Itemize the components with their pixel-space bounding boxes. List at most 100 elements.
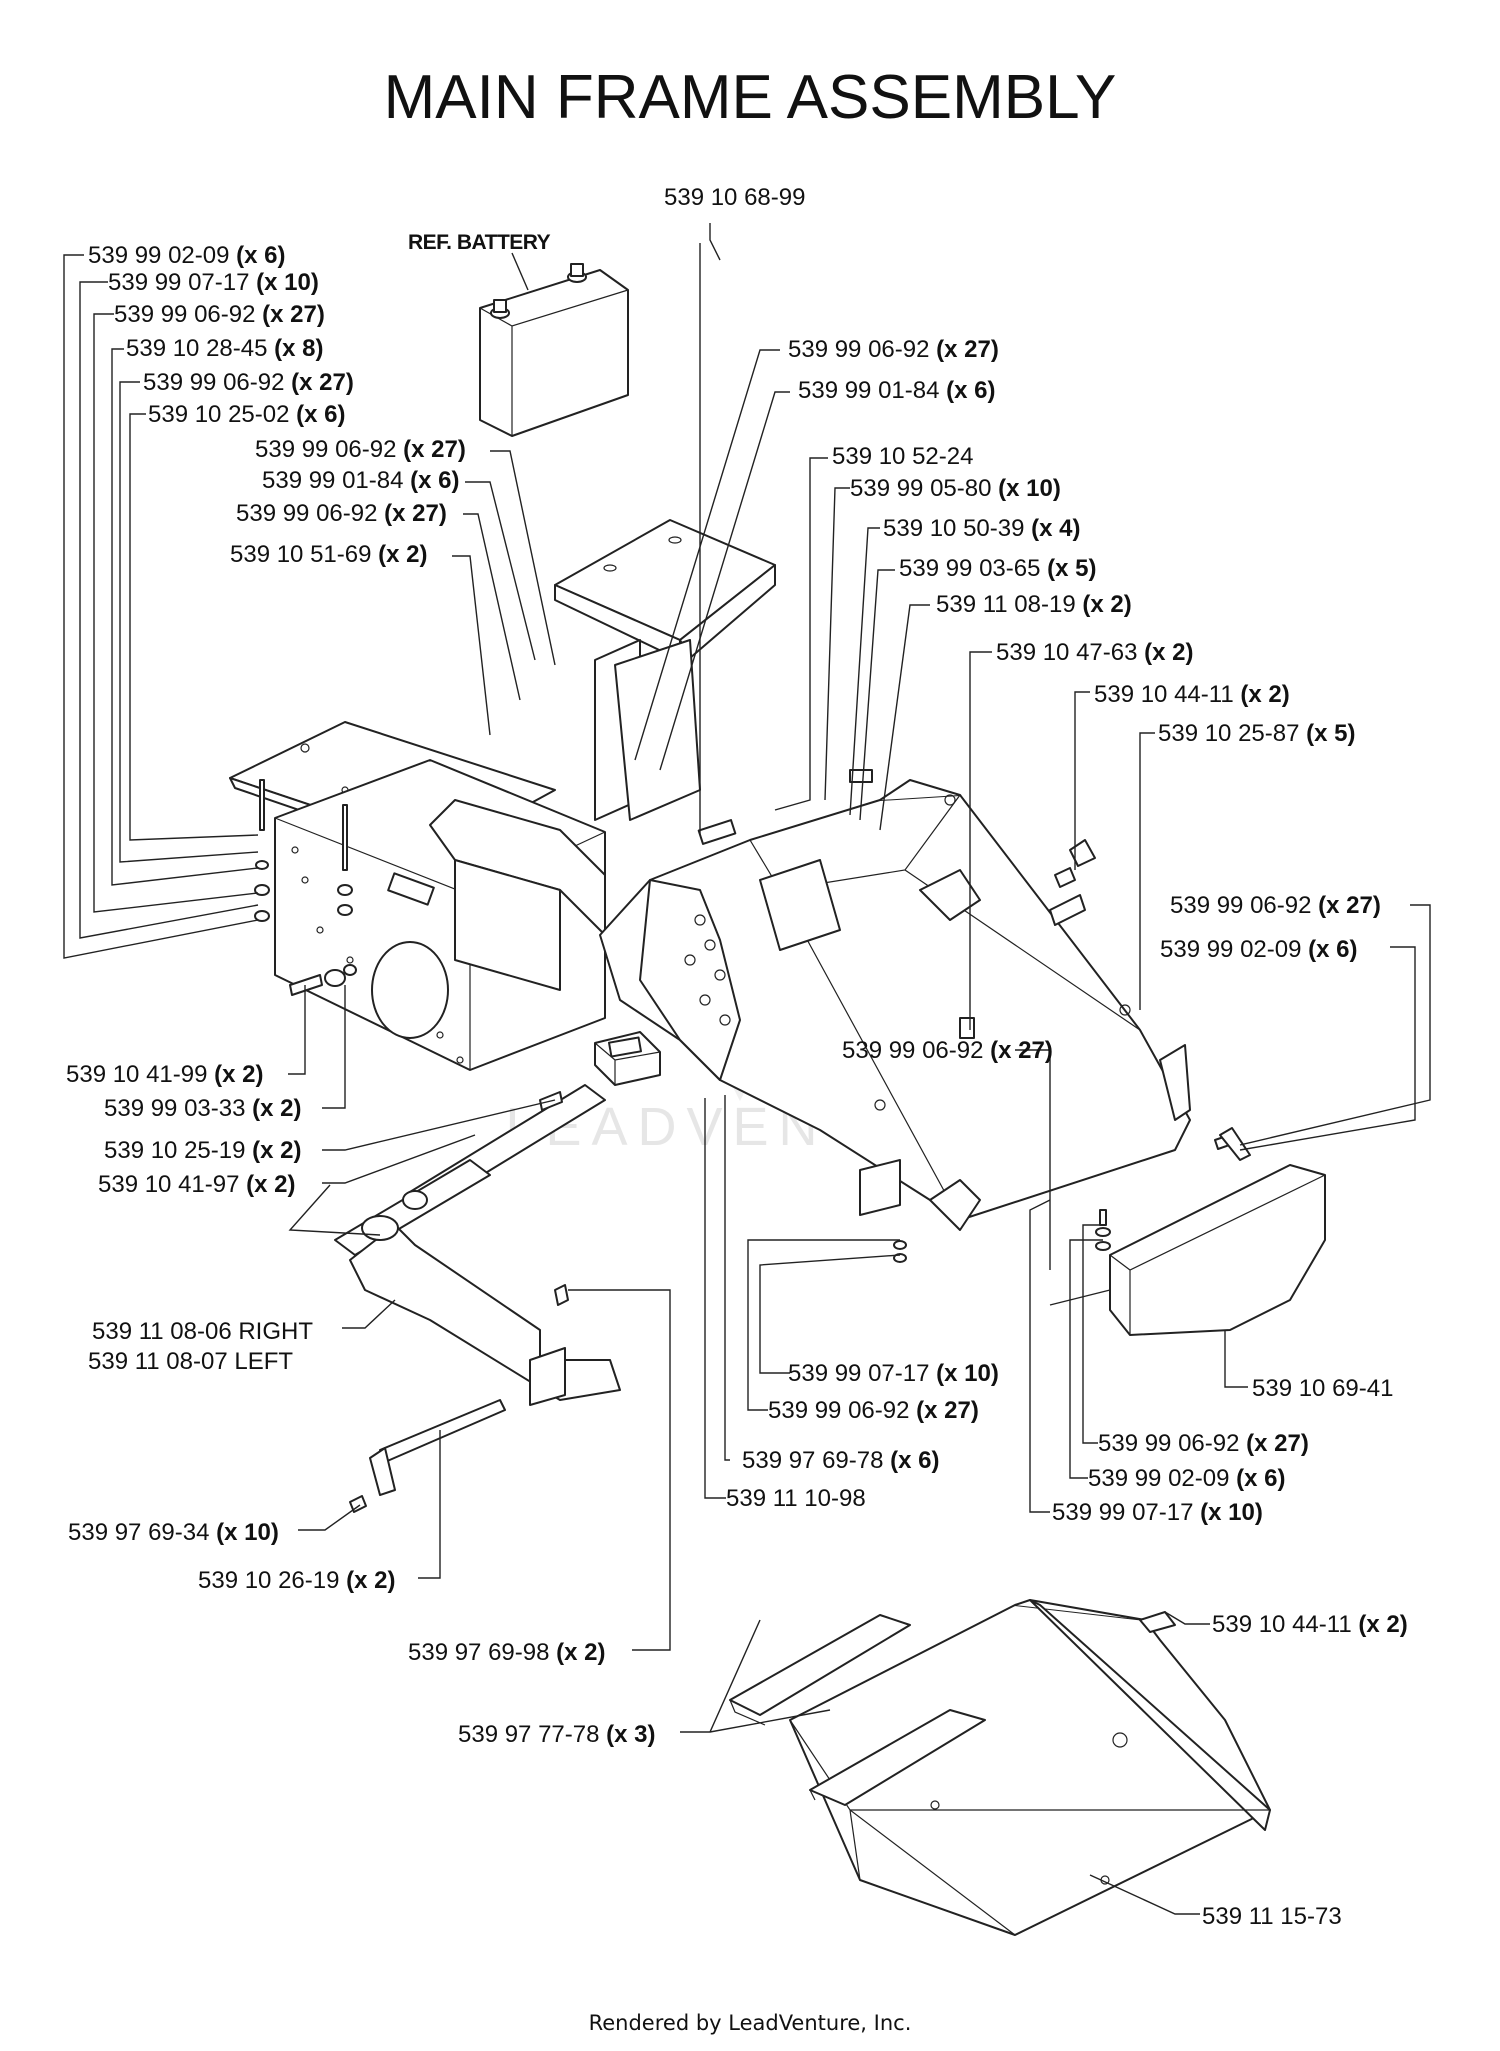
part-callout: 539 11 10-98 [726, 1485, 866, 1512]
part-number: 539 99 03-33 [104, 1095, 245, 1122]
leader-lines [63, 223, 1431, 1915]
part-quantity: (x 8) [267, 335, 323, 362]
part-number: 539 99 02-09 [1088, 1465, 1229, 1492]
part-number: 539 99 06-92 [143, 369, 284, 396]
part-callout: 539 99 02-09 (x 6) [1088, 1465, 1285, 1492]
part-callout: 539 99 02-09 (x 6) [88, 242, 285, 269]
part-callout: 539 10 44-11 (x 2) [1212, 1611, 1408, 1638]
part-number: 539 99 06-92 [236, 500, 377, 527]
part-callout: 539 99 06-92 (x 27) [143, 369, 354, 396]
part-quantity: (x 27) [983, 1037, 1052, 1064]
part-callout: 539 10 28-45 (x 8) [126, 335, 323, 362]
part-number: 539 99 06-92 [1098, 1430, 1239, 1457]
part-callout: 539 10 25-02 (x 6) [148, 401, 345, 428]
part-callout: 539 10 26-19 (x 2) [198, 1567, 395, 1594]
part-number: 539 11 08-19 [936, 591, 1076, 618]
part-number: 539 99 01-84 [262, 467, 403, 494]
part-callout: 539 99 07-17 (x 10) [108, 269, 319, 296]
part-quantity: (x 2) [1076, 591, 1132, 618]
part-quantity: (x 10) [1193, 1499, 1262, 1526]
part-quantity: (x 5) [1040, 555, 1096, 582]
part-number: 539 99 03-65 [899, 555, 1040, 582]
part-number: 539 10 51-69 [230, 541, 371, 568]
part-quantity: (x 2) [245, 1095, 301, 1122]
part-callout: 539 97 69-34 (x 10) [68, 1519, 279, 1546]
part-callout: 539 10 41-97 (x 2) [98, 1171, 295, 1198]
part-number: 539 99 06-92 [1170, 892, 1311, 919]
part-number: 539 97 69-34 [68, 1519, 209, 1546]
part-quantity: (x 27) [1311, 892, 1380, 919]
part-callout: 539 97 77-78 (x 3) [458, 1721, 655, 1748]
part-quantity: (x 2) [1137, 639, 1193, 666]
part-callout: 539 10 52-24 [832, 443, 973, 470]
part-number: 539 10 26-19 [198, 1567, 339, 1594]
part-quantity: (x 10) [991, 475, 1060, 502]
right-hardware [893, 839, 1239, 1263]
center-cover [429, 799, 606, 991]
part-quantity: (x 2) [207, 1061, 263, 1088]
part-quantity: (x 27) [255, 301, 324, 328]
part-callout: 539 11 15-73 [1202, 1903, 1342, 1930]
part-number: 539 10 44-11 [1212, 1611, 1352, 1638]
front-bracket [594, 1031, 661, 1086]
ref-battery-label: REF. BATTERY [408, 231, 551, 254]
part-quantity: (x 27) [284, 369, 353, 396]
part-callout: 539 99 07-17 (x 10) [788, 1360, 999, 1387]
part-number: 539 99 07-17 [788, 1360, 929, 1387]
part-callout: 539 10 47-63 (x 2) [996, 639, 1193, 666]
part-callout: 539 99 06-92 (x 27) [114, 301, 325, 328]
part-number: 539 97 77-78 [458, 1721, 599, 1748]
part-quantity: (x 3) [599, 1721, 655, 1748]
part-number: 539 99 06-92 [768, 1397, 909, 1424]
part-quantity: (x 6) [1229, 1465, 1285, 1492]
part-callout: 539 11 08-19 (x 2) [936, 591, 1132, 618]
part-callout: 539 11 08-07 LEFT [88, 1348, 293, 1375]
part-number: 539 10 41-97 [98, 1171, 239, 1198]
part-callout: 539 97 69-78 (x 6) [742, 1447, 939, 1474]
part-quantity: (x 27) [377, 500, 446, 527]
part-callout: 539 99 06-92 (x 27) [842, 1037, 1053, 1064]
part-quantity: (x 10) [209, 1519, 278, 1546]
part-number: 539 10 44-11 [1094, 681, 1234, 708]
part-number: 539 10 25-87 [1158, 720, 1299, 747]
part-number: 539 99 07-17 [108, 269, 249, 296]
part-number: 539 10 25-19 [104, 1137, 245, 1164]
floor-pan [789, 1599, 1271, 1936]
part-quantity: (x 4) [1024, 515, 1080, 542]
lever-arm [334, 1084, 621, 1406]
part-number: 539 10 69-41 [1252, 1375, 1393, 1402]
part-quantity: (x 27) [396, 436, 465, 463]
side-shield [1049, 1127, 1326, 1336]
part-number: 539 10 68-99 [664, 184, 805, 211]
exploded-parts: REF. BATTERY [229, 231, 1326, 1936]
part-callout: 539 10 69-41 [1252, 1375, 1393, 1402]
part-callout: 539 99 06-92 (x 27) [255, 436, 466, 463]
part-quantity: (x 2) [339, 1567, 395, 1594]
part-callout: 539 10 25-19 (x 2) [104, 1137, 301, 1164]
part-quantity: (x 6) [403, 467, 459, 494]
part-number: 539 10 25-02 [148, 401, 289, 428]
part-number: 539 97 69-98 [408, 1639, 549, 1666]
part-callout: 539 99 06-92 (x 27) [768, 1397, 979, 1424]
seat-bracket [554, 519, 776, 821]
part-number: 539 10 50-39 [883, 515, 1024, 542]
footer-credit: Rendered by LeadVenture, Inc. [589, 2011, 912, 2035]
part-callout: 539 99 01-84 (x 6) [262, 467, 459, 494]
part-callout: 539 99 05-80 (x 10) [850, 475, 1061, 502]
diagram-title: MAIN FRAME ASSEMBLY [384, 63, 1117, 132]
part-quantity: (x 6) [883, 1447, 939, 1474]
part-number: 539 99 07-17 [1052, 1499, 1193, 1526]
part-callout: 539 99 06-92 (x 27) [236, 500, 447, 527]
part-quantity: (x 27) [1239, 1430, 1308, 1457]
part-number: 539 99 02-09 [88, 242, 229, 269]
part-quantity: (x 2) [1234, 681, 1290, 708]
part-quantity: (x 6) [229, 242, 285, 269]
part-number: 539 99 06-92 [114, 301, 255, 328]
floor-mats [729, 1614, 986, 1806]
part-number: 539 99 06-92 [788, 336, 929, 363]
axle-bolt [349, 1284, 569, 1513]
main-frame-right [599, 769, 1191, 1231]
part-number: 539 97 69-78 [742, 1447, 883, 1474]
